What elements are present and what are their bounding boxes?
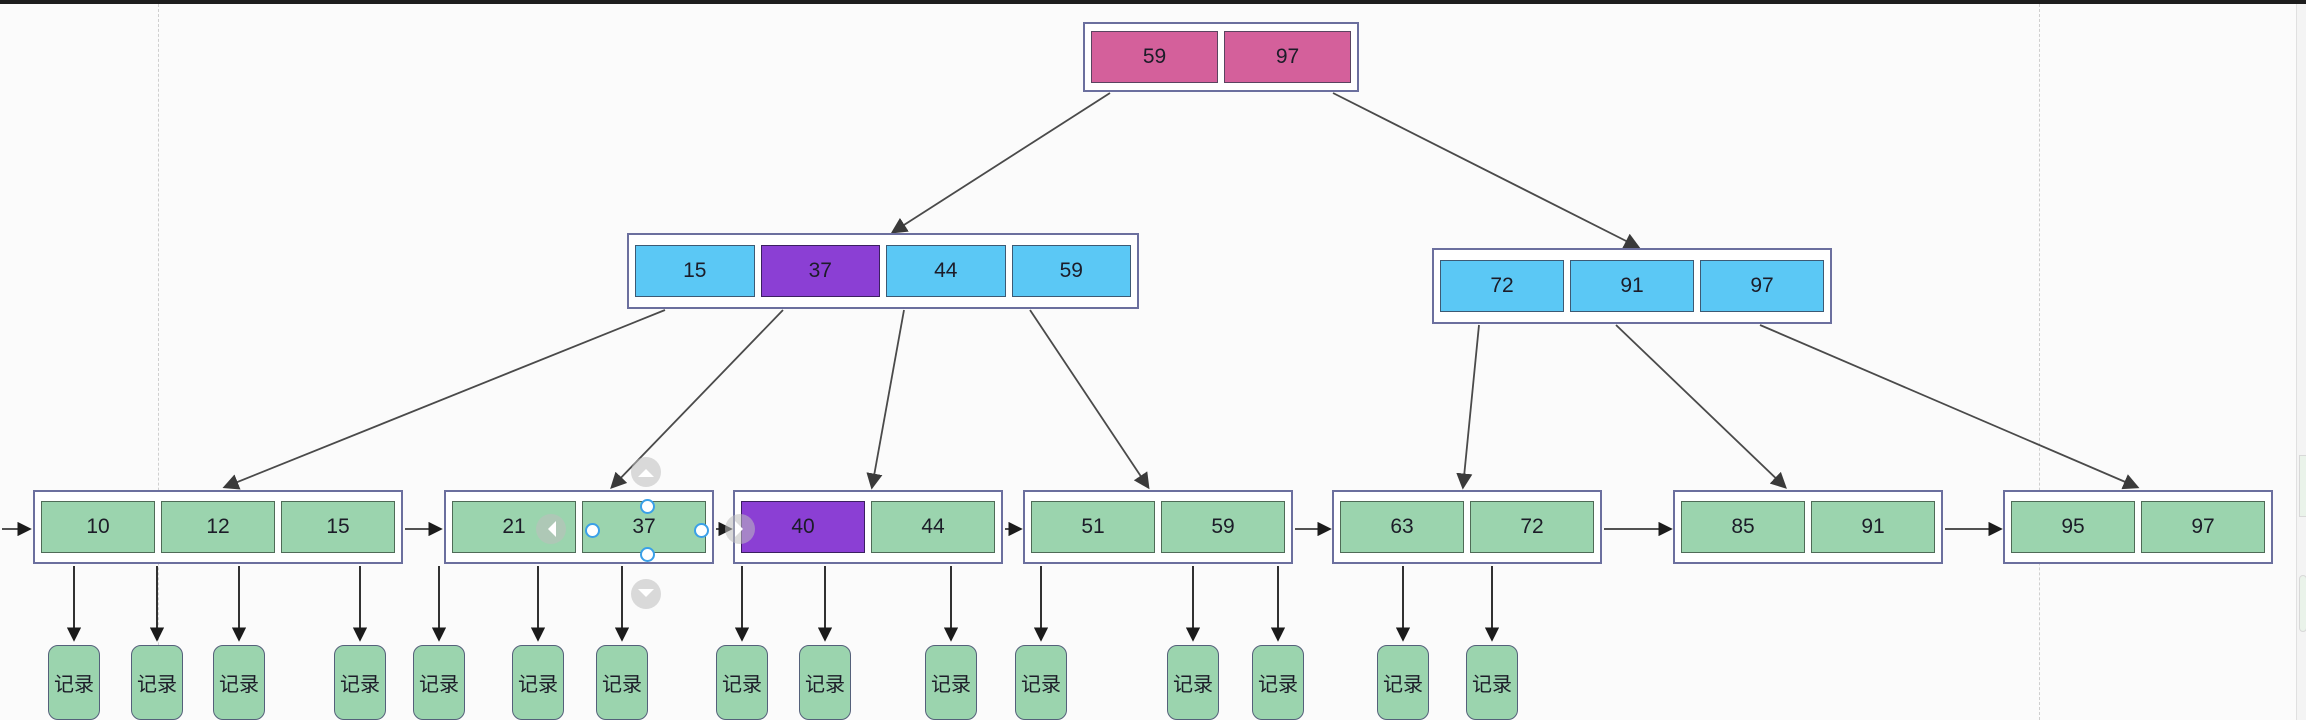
record-box[interactable]: 记录 [512,645,564,720]
link-internal-left-to-leaf-4 [1029,309,1150,490]
key-cell-97[interactable]: 97 [1224,31,1351,83]
link-internal-right-to-leaf-5 [1456,324,1480,490]
key-cell-63[interactable]: 63 [1340,501,1464,553]
key-cell-51[interactable]: 51 [1031,501,1155,553]
key-cell-91[interactable]: 91 [1811,501,1935,553]
record-box[interactable]: 记录 [925,645,977,720]
direction-arrow-down-glyph [638,589,654,605]
key-cell-72[interactable]: 72 [1440,260,1564,312]
right-side-panel[interactable] [2296,4,2306,720]
direction-arrow-right[interactable] [725,514,755,544]
key-cell-15[interactable]: 15 [281,501,395,553]
direction-arrow-down[interactable] [631,579,661,609]
key-cell-97[interactable]: 97 [1700,260,1824,312]
key-cell-40[interactable]: 40 [741,501,865,553]
record-box[interactable]: 记录 [131,645,183,720]
handle-top[interactable] [640,499,655,514]
record-box[interactable]: 记录 [1377,645,1429,720]
direction-arrow-up[interactable] [631,457,661,487]
direction-arrow-right-glyph [735,521,751,537]
page-guide-right [2039,4,2040,720]
key-cell-59[interactable]: 59 [1161,501,1285,553]
handle-right[interactable] [694,523,709,538]
link-internal-right-to-leaf-7 [1759,324,2140,490]
key-cell-12[interactable]: 12 [161,501,275,553]
record-box[interactable]: 记录 [413,645,465,720]
key-cell-44[interactable]: 44 [886,245,1006,297]
record-box[interactable]: 记录 [1015,645,1067,720]
link-internal-right-to-leaf-6 [1615,324,1787,489]
direction-arrow-up-glyph [638,461,654,477]
direction-arrow-left-glyph [540,521,556,537]
handle-bottom[interactable] [640,547,655,562]
record-box[interactable]: 记录 [48,645,100,720]
handle-left[interactable] [585,523,600,538]
key-cell-10[interactable]: 10 [41,501,155,553]
key-cell-72[interactable]: 72 [1470,501,1594,553]
panel-shape-preview-1[interactable] [2299,455,2306,517]
record-box[interactable]: 记录 [1167,645,1219,720]
record-box[interactable]: 记录 [799,645,851,720]
record-box[interactable]: 记录 [213,645,265,720]
record-box[interactable]: 记录 [596,645,648,720]
toolbar-bar [0,0,2306,4]
link-root-to-internal-left [890,92,1111,234]
record-box[interactable]: 记录 [1466,645,1518,720]
key-cell-59[interactable]: 59 [1091,31,1218,83]
direction-arrow-left[interactable] [536,514,566,544]
link-internal-left-to-leaf-3 [866,309,905,490]
link-root-to-internal-right [1332,92,1641,249]
key-cell-37[interactable]: 37 [760,245,880,297]
page-guide-left [158,4,159,720]
record-box[interactable]: 记录 [1252,645,1304,720]
key-cell-95[interactable]: 95 [2011,501,2135,553]
key-cell-15[interactable]: 15 [635,245,755,297]
link-internal-left-to-leaf-1 [222,309,666,490]
record-box[interactable]: 记录 [334,645,386,720]
key-cell-91[interactable]: 91 [1570,260,1694,312]
key-cell-59[interactable]: 59 [1011,245,1131,297]
key-cell-97[interactable]: 97 [2141,501,2265,553]
panel-shape-preview-2[interactable] [2299,575,2306,632]
key-cell-85[interactable]: 85 [1681,501,1805,553]
record-box[interactable]: 记录 [716,645,768,720]
key-cell-44[interactable]: 44 [871,501,995,553]
